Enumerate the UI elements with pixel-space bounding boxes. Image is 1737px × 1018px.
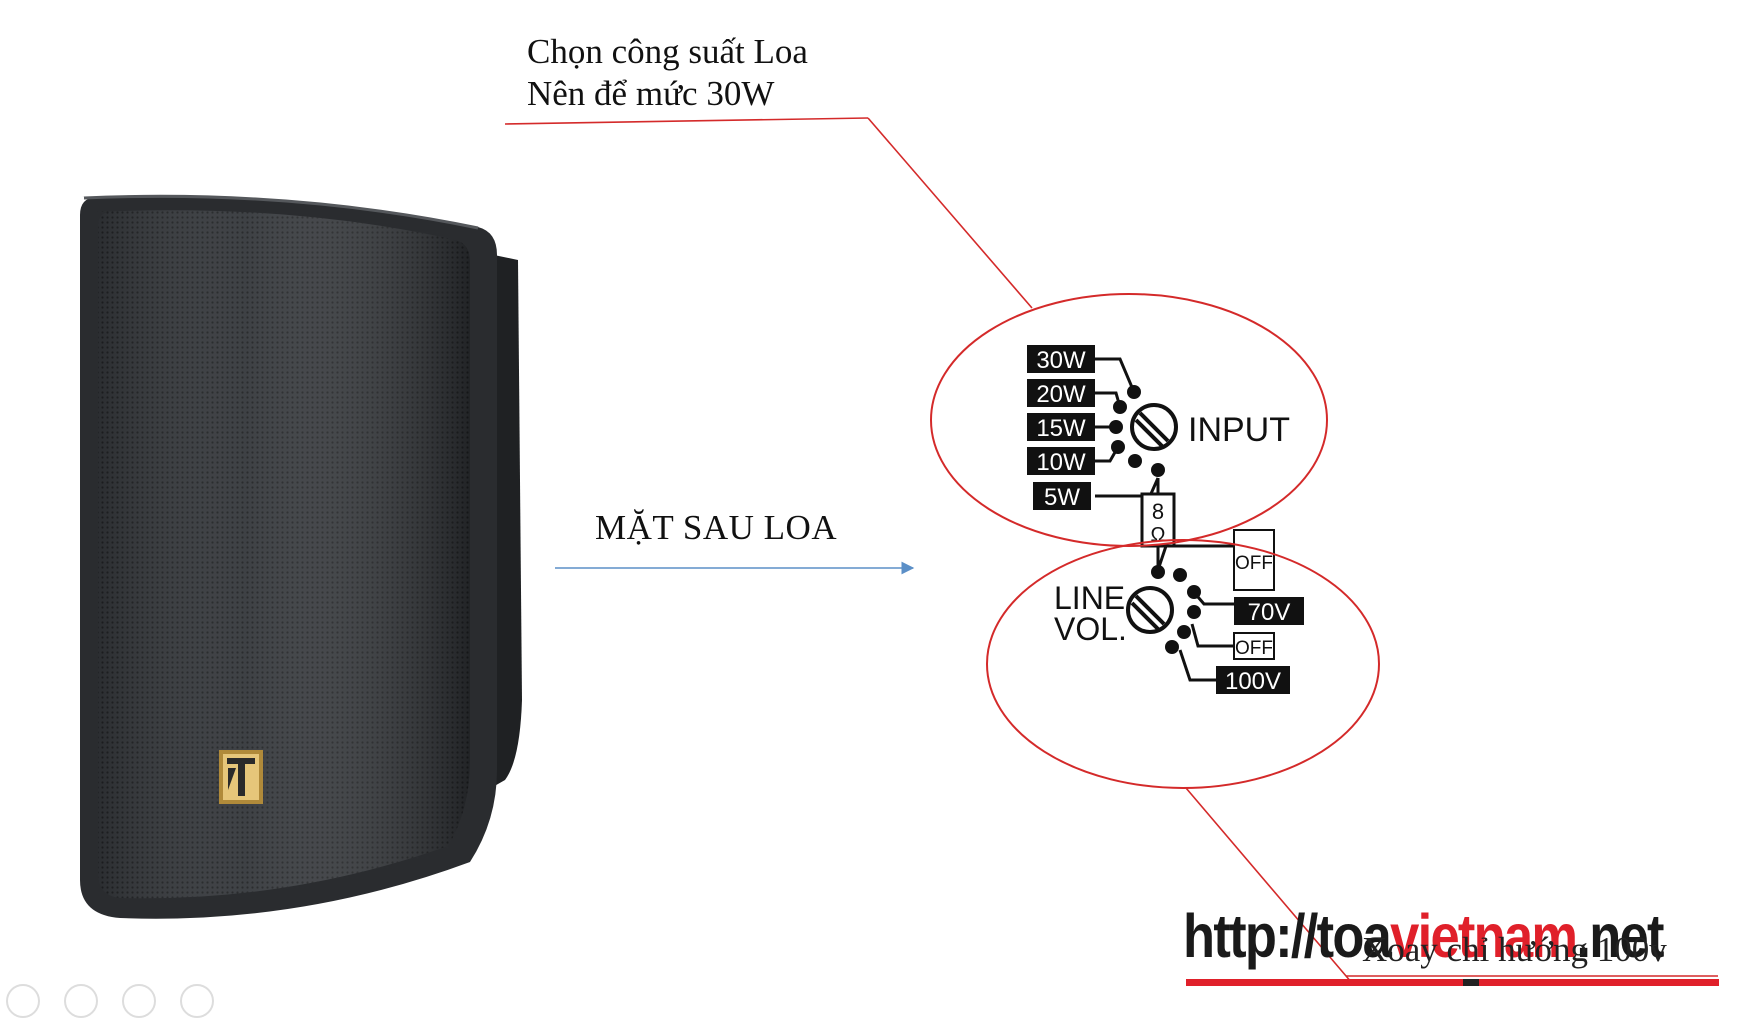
toolbar-button-3[interactable] xyxy=(122,984,156,1018)
watermark-part-2: vietnam xyxy=(1390,902,1578,970)
site-watermark: http://toavietnam.net xyxy=(1183,906,1664,967)
toa-logo xyxy=(219,750,263,804)
speaker-image xyxy=(80,194,522,919)
option-off-top: OFF xyxy=(1235,553,1273,574)
callout-lines xyxy=(504,117,1718,984)
power-label-underline xyxy=(504,117,869,125)
line-title-1: LINE xyxy=(1054,580,1125,616)
option-70v: 70V xyxy=(1248,599,1291,626)
impedance-value: 8 xyxy=(1152,499,1164,524)
impedance-unit: Ω xyxy=(1151,524,1166,546)
off-bottom-box xyxy=(1233,632,1275,660)
back-side-label: MẶT SAU LOA xyxy=(595,508,838,547)
watermark-underline xyxy=(1186,979,1719,986)
line-panel-labels: LINE VOL. OFF 70V OFF 100V xyxy=(1054,553,1304,695)
line-highlight-ellipse xyxy=(986,539,1380,789)
impedance-box xyxy=(1140,492,1176,548)
lead-30w xyxy=(1095,357,1136,393)
input-highlight-ellipse xyxy=(930,293,1328,547)
tap-label-30w: 30W xyxy=(1036,347,1086,374)
power-label-line-1: Chọn công suất Loa xyxy=(527,32,808,71)
toolbar-button-4[interactable] xyxy=(180,984,214,1018)
power-leader-line xyxy=(867,117,1033,309)
input-tap-labels: 30W 20W 15W 10W 5W xyxy=(1027,345,1095,511)
tap-label-20w: 20W xyxy=(1036,381,1086,408)
rotate-hint-label: Xoay chỉ hướng 100v xyxy=(1362,930,1667,969)
speaker-top-edge xyxy=(83,194,479,230)
lead-off-top xyxy=(1156,544,1234,571)
tap-label-10w: 10W xyxy=(1036,449,1086,476)
lead-off-bottom xyxy=(1190,623,1234,648)
input-screw-icon xyxy=(1130,403,1178,451)
toolbar-button-2[interactable] xyxy=(64,984,98,1018)
toolbar-button-1[interactable] xyxy=(6,984,40,1018)
image-toolbar xyxy=(6,984,214,1018)
terminal-dots xyxy=(1109,385,1201,654)
rotate-leader-line xyxy=(1185,787,1353,984)
tap-label-15w: 15W xyxy=(1036,415,1086,442)
speaker-grille-shading xyxy=(96,210,470,899)
tap-label-5w: 5W xyxy=(1044,484,1080,511)
watermark-part-3: .net xyxy=(1576,902,1664,970)
terminal-diagram xyxy=(1095,357,1275,682)
option-100v: 100V xyxy=(1225,668,1281,695)
line-title-2: VOL. xyxy=(1054,611,1127,647)
option-off-bottom: OFF xyxy=(1235,638,1273,659)
watermark-part-1: http://toa xyxy=(1183,902,1392,970)
power-label-line-2: Nên để mức 30W xyxy=(527,74,775,113)
input-title: INPUT xyxy=(1188,411,1290,449)
line-screw-icon xyxy=(1126,586,1174,634)
off-top-box xyxy=(1233,529,1275,591)
